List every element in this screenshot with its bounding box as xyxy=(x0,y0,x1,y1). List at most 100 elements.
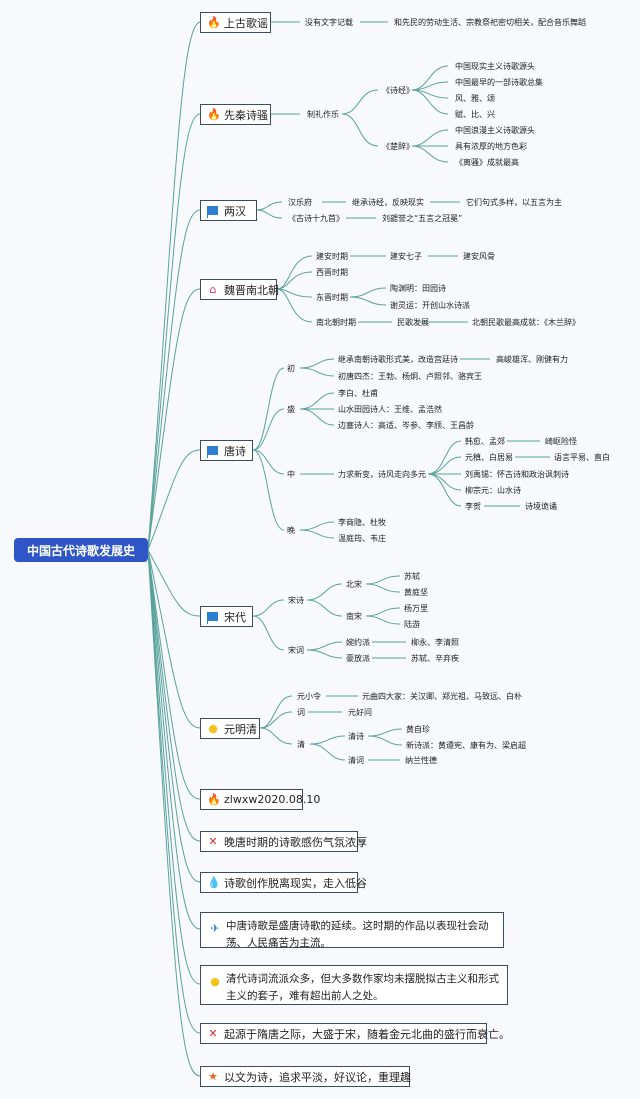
leaf-s2[interactable]: 北宋 xyxy=(346,579,362,589)
leaf-t3[interactable]: 高峻雄浑、刚健有力 xyxy=(496,354,568,364)
leaf-y3[interactable]: 词 xyxy=(297,708,305,717)
leaf-xq9[interactable]: 具有浓厚的地方色彩 xyxy=(455,141,527,151)
leaf-s10[interactable]: 柳永、李清照 xyxy=(411,637,459,647)
leaf-t10[interactable]: 力求新变，诗风走向多元 xyxy=(338,469,426,479)
leaf-wj7[interactable]: 谢灵运：开创山水诗派 xyxy=(390,300,470,310)
leaf-t16[interactable]: 柳宗元：山水诗 xyxy=(465,485,521,495)
leaf-lh4[interactable]: 《古诗十九首》 xyxy=(288,213,344,223)
leaf-lh3[interactable]: 它们句式多样，以五言为主 xyxy=(466,197,562,207)
leaf-t19[interactable]: 晚 xyxy=(287,525,295,535)
topic-note-qingdai[interactable]: ● 清代诗词流派众多，但大多数作家均未摆脱拟古主义和形式主义的套子，难有超出前人… xyxy=(200,965,508,1005)
topic-song[interactable]: 宋代 xyxy=(200,606,253,627)
topic-note-wantang[interactable]: ✕ 晚唐时期的诗歌感伤气氛浓厚 xyxy=(200,831,367,852)
topic-note-songshi[interactable]: ★ 以文为诗，追求平淡，好议论，重理趣 xyxy=(200,1066,411,1087)
leaf-y5[interactable]: 清 xyxy=(297,739,305,749)
leaf-xq7[interactable]: 《楚辞》 xyxy=(382,141,414,151)
leaf-wj3[interactable]: 建安风骨 xyxy=(463,251,495,261)
leaf-s3[interactable]: 苏轼 xyxy=(404,571,420,581)
topic-note-dugu[interactable]: 💧 诗歌创作脱离现实，走入低谷 xyxy=(200,872,367,893)
flag-icon xyxy=(207,612,218,624)
leaf-s5[interactable]: 南宋 xyxy=(346,611,362,621)
leaf-wj8[interactable]: 南北朝时期 xyxy=(316,317,356,327)
topic-lianghan[interactable]: 两汉 xyxy=(200,200,257,221)
topic-label: 上古歌谣 xyxy=(224,16,268,30)
leaf-wj10[interactable]: 北朝民歌最高成就：《木兰辞》 xyxy=(472,317,580,327)
leaf-t15[interactable]: 刘禹锡：怀古诗和政治讽刺诗 xyxy=(465,469,569,479)
star-icon: ★ xyxy=(208,1070,218,1083)
leaf-t18[interactable]: 诗境诡谲 xyxy=(525,501,557,511)
leaf-s9[interactable]: 婉约派 xyxy=(346,637,370,647)
topic-label: 以文为诗，追求平淡，好议论，重理趣 xyxy=(224,1070,411,1084)
leaf-sg1[interactable]: 没有文字记载 xyxy=(305,17,353,27)
leaf-wj2[interactable]: 建安七子 xyxy=(390,251,422,261)
root-topic[interactable]: 中国古代诗歌发展史 xyxy=(14,538,148,562)
leaf-wj6[interactable]: 陶渊明：田园诗 xyxy=(390,283,446,293)
leaf-xq4[interactable]: 中国最早的一部诗歌总集 xyxy=(455,77,543,87)
topic-shanggu[interactable]: 🔥 上古歌谣 xyxy=(200,12,271,33)
leaf-t6[interactable]: 李白、杜甫 xyxy=(338,388,378,398)
leaf-y9[interactable]: 清词 xyxy=(348,755,364,765)
leaf-y8[interactable]: 新诗派：黄遵宪、康有为、梁启超 xyxy=(406,740,526,750)
leaf-s7[interactable]: 陆游 xyxy=(404,619,420,629)
topic-note-ci[interactable]: ✕ 起源于隋唐之际，大盛于宋，随着金元北曲的盛行而衰亡。 xyxy=(200,1023,510,1044)
leaf-wj4[interactable]: 西晋时期 xyxy=(316,267,348,277)
leaf-t9[interactable]: 中 xyxy=(287,469,295,479)
flag-icon xyxy=(207,206,218,218)
leaf-lh1[interactable]: 汉乐府 xyxy=(288,197,312,207)
leaf-t4[interactable]: 初唐四杰：王勃、杨炯、卢照邻、骆宾王 xyxy=(338,371,482,381)
leaf-xq10[interactable]: 《离骚》成就最高 xyxy=(455,157,519,167)
topic-label: 魏晋南北朝 xyxy=(224,283,279,297)
leaf-lh5[interactable]: 刘勰誉之“五言之冠冕” xyxy=(382,213,462,223)
leaf-t13[interactable]: 元稹、白居易 xyxy=(465,452,513,462)
leaf-s11[interactable]: 豪放派 xyxy=(346,653,370,663)
tools-icon: ✕ xyxy=(208,835,218,848)
topic-label: 清代诗词流派众多，但大多数作家均未摆脱拟古主义和形式主义的套子，难有超出前人之处… xyxy=(226,973,499,1002)
leaf-y6[interactable]: 清诗 xyxy=(348,731,364,741)
topic-weijin[interactable]: ⌂ 魏晋南北朝 xyxy=(200,279,279,300)
leaf-s6[interactable]: 杨万里 xyxy=(404,603,428,613)
fire-icon: 🔥 xyxy=(207,108,221,121)
topic-yuanmingqing[interactable]: ● 元明清 xyxy=(200,718,260,739)
leaf-s4[interactable]: 黄庭坚 xyxy=(404,587,428,597)
topic-label: 两汉 xyxy=(224,204,246,218)
leaf-t20[interactable]: 李商隐、杜牧 xyxy=(338,517,386,527)
leaf-wj9[interactable]: 民歌发展 xyxy=(397,317,429,327)
topic-note-zhongtang[interactable]: ✈ 中唐诗歌是盛唐诗歌的延续。这时期的作品以表现社会动荡、人民痛苦为主流。 xyxy=(200,912,504,949)
leaf-t17[interactable]: 李贺 xyxy=(465,501,481,511)
leaf-t8[interactable]: 边塞诗人：高适、岑参、李颀、王昌龄 xyxy=(338,420,474,430)
leaf-y4[interactable]: 元好问 xyxy=(348,707,372,717)
leaf-t5[interactable]: 盛 xyxy=(287,404,295,414)
leaf-s12[interactable]: 苏轼、辛弃疾 xyxy=(411,653,459,663)
leaf-s1[interactable]: 宋诗 xyxy=(288,595,304,605)
topic-tang[interactable]: 唐诗 xyxy=(200,440,253,461)
topic-xianqin[interactable]: 🔥 先秦诗骚 xyxy=(200,104,271,125)
leaf-y7[interactable]: 黄自珍 xyxy=(406,724,430,734)
leaf-t21[interactable]: 温庭筠、韦庄 xyxy=(338,533,386,543)
leaf-y10[interactable]: 纳兰性德 xyxy=(405,755,437,765)
topic-note-date[interactable]: 🔥 zlwxw2020.08.10 xyxy=(200,789,320,810)
leaf-t14[interactable]: 语言平易、直白 xyxy=(554,452,610,462)
leaf-t12[interactable]: 崎岖险怪 xyxy=(545,436,577,446)
leaf-t7[interactable]: 山水田园诗人：王维、孟浩然 xyxy=(338,404,442,414)
leaf-xq3[interactable]: 中国现实主义诗歌源头 xyxy=(455,61,535,71)
leaf-wj1[interactable]: 建安时期 xyxy=(316,251,348,261)
leaf-y1[interactable]: 元小令 xyxy=(297,691,321,701)
leaf-xq5[interactable]: 风、雅、颂 xyxy=(455,93,495,103)
leaf-y2[interactable]: 元曲四大家：关汉卿、郑光祖、马致远、白朴 xyxy=(362,691,522,701)
leaf-t11[interactable]: 韩愈、孟郊 xyxy=(465,436,505,446)
leaf-xq8[interactable]: 中国浪漫主义诗歌源头 xyxy=(455,125,535,135)
leaf-xq2[interactable]: 《诗经》 xyxy=(382,85,414,95)
leaf-t1[interactable]: 初 xyxy=(287,363,295,373)
leaf-sg2[interactable]: 和先民的劳动生活、宗教祭祀密切相关，配合音乐舞蹈 xyxy=(394,17,586,27)
leaf-lh2[interactable]: 继承诗经，反映现实 xyxy=(352,197,424,207)
leaf-t2[interactable]: 继承南朝诗歌形式美，改造宫廷诗 xyxy=(338,354,458,364)
topic-label: 中唐诗歌是盛唐诗歌的延续。这时期的作品以表现社会动荡、人民痛苦为主流。 xyxy=(226,920,489,949)
flag-icon xyxy=(207,446,218,458)
leaf-s8[interactable]: 宋词 xyxy=(288,645,304,655)
leaf-xq6[interactable]: 赋、比、兴 xyxy=(455,109,495,119)
bulb-icon: ● xyxy=(208,722,218,735)
leaf-wj5[interactable]: 东晋时期 xyxy=(316,292,348,302)
leaf-xq1[interactable]: 制礼作乐 xyxy=(307,109,339,119)
bulb-icon: ● xyxy=(210,975,220,988)
